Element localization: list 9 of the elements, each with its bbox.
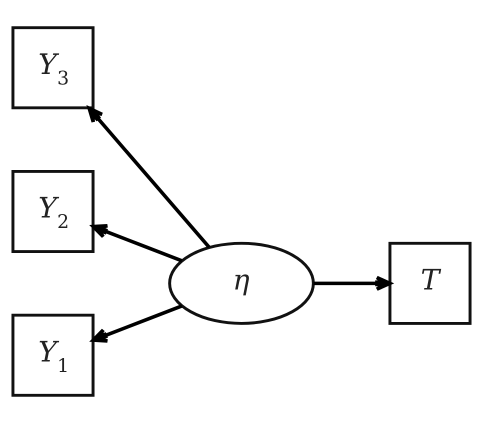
arrow: [91, 224, 183, 262]
node-box: Y$_{2}$: [11, 170, 95, 254]
node-box: Y$_{1}$: [11, 314, 95, 397]
node-ellipse: η: [168, 242, 315, 325]
arrow: [87, 106, 211, 248]
node-box: Y$_{3}$: [11, 26, 95, 110]
arrow: [91, 304, 183, 343]
node-box: T: [388, 242, 472, 325]
arrow: [314, 276, 392, 291]
